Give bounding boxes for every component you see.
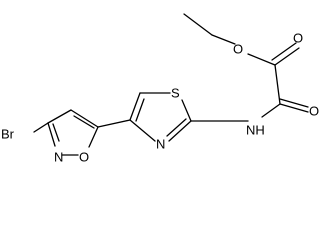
- bond-amide-c-o: [279, 103, 309, 113]
- atom-sulfur-thiazole: S: [171, 86, 180, 101]
- bond-o-ch2: [211, 34, 236, 45]
- bond-amide-c-o-double: [279, 98, 309, 108]
- bond-c4-c5-double: [73, 115, 95, 129]
- bond-th-s1-c2: [181, 99, 192, 122]
- bond-amide-c-ester-c: [274, 64, 281, 105]
- atom-oxygen-ester-carbonyl: O: [293, 31, 303, 46]
- bond-ester-c-o-single: [247, 53, 276, 66]
- bond-c5-thiazole-c4: [97, 119, 131, 128]
- ethyl-oxamate-structure-diagram: Br N O S N NH O O O: [1, 13, 319, 165]
- atom-nitrogen-isoxazole: N: [54, 150, 63, 165]
- atom-oxygen-ester: O: [233, 42, 243, 57]
- bond-c3-c4: [47, 109, 72, 124]
- bond-br-c3: [33, 122, 49, 133]
- bond-ester-c-o-double: [271, 42, 297, 61]
- bond-c4-c5: [70, 109, 99, 128]
- atom-bromine: Br: [1, 127, 15, 142]
- bond-th-c2-n3-double: [166, 118, 187, 137]
- atom-amine-nh: NH: [246, 123, 265, 138]
- bond-ch2-ch3: [183, 13, 213, 36]
- bond-th-n3-c4: [129, 119, 156, 142]
- bond-th-c4-c5: [129, 92, 141, 121]
- bond-ester-c-o: [274, 47, 300, 66]
- bond-n2-c3-double: [52, 123, 60, 142]
- bond-th-c4-c5-double: [135, 98, 145, 122]
- bond-n2-c3: [47, 122, 56, 147]
- atom-nitrogen-thiazole: N: [156, 137, 165, 152]
- atom-oxygen-isoxazole: O: [79, 150, 89, 165]
- bond-th-c2-n3: [168, 120, 192, 142]
- atom-oxygen-amide-carbonyl: O: [309, 104, 319, 119]
- bond-c5-o1: [88, 126, 99, 148]
- bond-nh-amide-c: [261, 103, 281, 118]
- atom-labels: Br N O S N NH O O O: [1, 31, 319, 165]
- bond-lines: [33, 13, 309, 156]
